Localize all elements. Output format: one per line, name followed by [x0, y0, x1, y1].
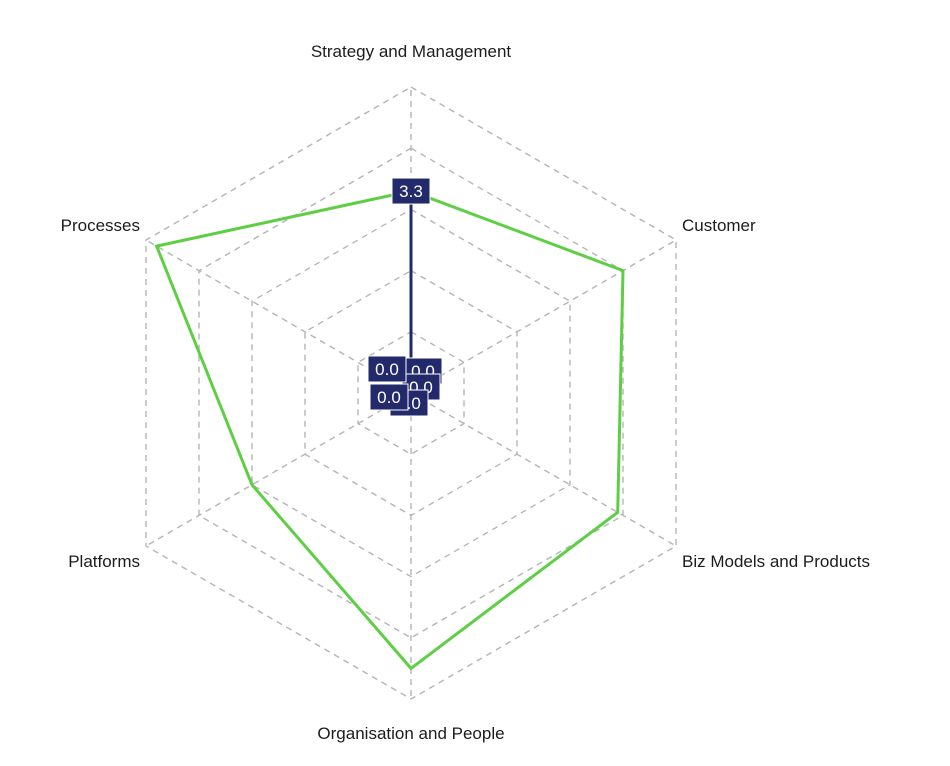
data-label-box-5	[369, 383, 409, 411]
axis-label-5: Platforms	[68, 552, 140, 571]
spoke-3	[410, 392, 677, 547]
spoke-2	[410, 239, 677, 394]
series-polygon-1	[154, 189, 625, 671]
data-label-box-1	[391, 177, 431, 205]
data-series	[154, 189, 625, 671]
grid-ring-3	[251, 208, 571, 578]
spoke-5	[145, 392, 412, 547]
axis-label-2: Customer	[682, 216, 756, 235]
radar-grid	[145, 86, 677, 700]
data-label-5: 0.0	[377, 388, 401, 407]
spoke-6	[145, 239, 412, 394]
axis-label-3: Biz Models and Products	[682, 552, 870, 571]
data-label-1: 3.3	[399, 182, 423, 201]
axis-label-1: Strategy and Management	[311, 42, 512, 61]
data-labels: 0.00.00.00.00.03.3	[367, 177, 443, 417]
axis-label-4: Organisation and People	[317, 724, 504, 743]
data-label-6: 0.0	[375, 360, 399, 379]
data-label-box-6	[367, 355, 407, 383]
grid-ring-5	[145, 86, 677, 700]
axis-label-6: Processes	[61, 216, 140, 235]
